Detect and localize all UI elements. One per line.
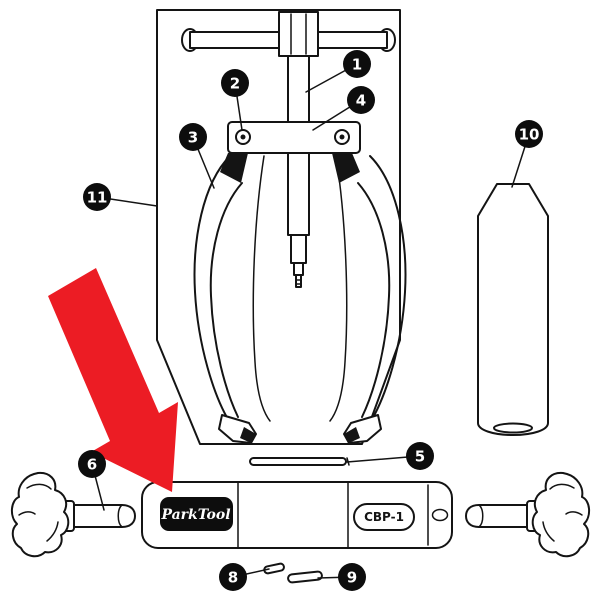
puller-screw: [287, 54, 310, 288]
left-arm-outer: [193, 155, 231, 422]
callout-bubble: [219, 563, 247, 591]
callout-2: 2: [221, 69, 249, 131]
back-arm-left: [252, 155, 271, 422]
callout-8: 8: [219, 563, 270, 591]
left-knob-assembly: [11, 471, 136, 558]
crossbar: [227, 121, 361, 154]
left-arm-inner: [209, 182, 243, 418]
crossbar-body: [227, 121, 361, 154]
knob-shaft: [73, 504, 136, 528]
puller-tool-drawing: [181, 11, 407, 444]
callout-5: 5: [346, 442, 434, 470]
sleeve-bore: [493, 422, 533, 434]
brand-logo-plate: [160, 497, 233, 531]
callout-1: 1: [305, 50, 371, 93]
small-pin: [263, 562, 285, 575]
handle-bar-left: [189, 31, 280, 49]
sleeve-body: [477, 183, 549, 436]
callout-9: 9: [317, 563, 366, 591]
end-cap-oval: [431, 508, 449, 522]
callout-bubble: [83, 183, 111, 211]
callout-10: 10: [511, 120, 543, 188]
callout-3: 3: [179, 123, 215, 189]
callout-bubble: [78, 450, 106, 478]
panel-outline: [156, 9, 401, 445]
callout-bubble: [343, 50, 371, 78]
callout-number: 10: [519, 126, 540, 144]
detail-line: [46, 521, 59, 542]
right-arm-outer: [369, 155, 407, 422]
callout-bubble: [179, 123, 207, 151]
callout-bubble: [338, 563, 366, 591]
knob-grip: [531, 471, 590, 558]
callout-number: 3: [188, 129, 198, 147]
sleeve-drawing: [477, 183, 549, 436]
handle-bar-right: [316, 31, 388, 49]
long-pin: [287, 570, 323, 584]
callout-bubble: [515, 120, 543, 148]
arm-foot-left-tip: [240, 427, 256, 443]
callout-number: 5: [415, 448, 425, 466]
detail-dot: [240, 134, 246, 140]
callout-4: 4: [312, 86, 375, 131]
callout-number: 2: [230, 75, 240, 93]
tool-body: ParkTool CBP-1: [141, 481, 453, 549]
model-badge-text: CBP-1: [364, 510, 404, 524]
callout-number: 8: [228, 569, 238, 587]
callout-11: 11: [83, 183, 158, 211]
knob-grip: [11, 471, 70, 558]
right-arm-inner: [357, 182, 391, 418]
callout-bubble: [347, 86, 375, 114]
callout-number: 6: [87, 456, 97, 474]
knob-shaft: [465, 504, 528, 528]
arm-pivot-left: [220, 153, 248, 183]
callout-number: 11: [87, 189, 108, 207]
callout-number: 1: [352, 56, 362, 74]
callout-bubble: [221, 69, 249, 97]
thin-rod: [249, 457, 347, 466]
detail-line: [117, 504, 123, 528]
arm-foot-right-tip: [344, 427, 360, 443]
red-arrow-icon: [48, 268, 178, 492]
screw-step: [293, 262, 304, 276]
detail-dot: [339, 134, 345, 140]
screw-thread-section: [290, 234, 307, 264]
puller-arms: [193, 155, 407, 444]
right-knob-assembly: [465, 471, 590, 558]
detail-line: [18, 511, 36, 516]
detail-line: [478, 504, 484, 528]
detail-line: [26, 483, 52, 490]
callout-number: 4: [356, 92, 366, 110]
t-handle: [181, 11, 396, 57]
screw-tip: [295, 274, 302, 288]
callout-bubble: [406, 442, 434, 470]
handle-hex-block: [278, 11, 319, 57]
detail-line: [565, 511, 583, 516]
brand-logo-text: ParkTool: [160, 507, 230, 523]
detail-line: [542, 521, 555, 542]
model-badge: [353, 503, 415, 531]
callout-number: 9: [347, 569, 357, 587]
back-arm-right: [329, 155, 348, 422]
detail-line: [549, 483, 575, 490]
callout-6: 6: [78, 450, 106, 511]
